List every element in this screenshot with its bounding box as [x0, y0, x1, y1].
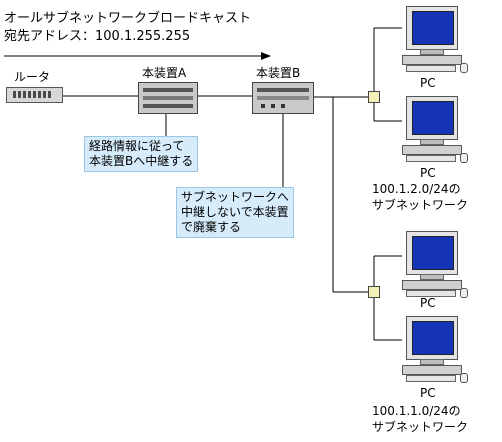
pc-icon	[398, 231, 468, 298]
pc-label: PC	[420, 166, 436, 180]
hub-lower	[368, 286, 380, 298]
hub-upper	[368, 91, 380, 103]
note-discard-line3: で廃棄する	[181, 220, 242, 234]
note-discard-line1: サブネットワークへ	[181, 190, 290, 204]
device-b-icon	[252, 82, 314, 114]
subnet-lower-line1: 100.1.1.0/24の	[372, 404, 461, 418]
subnet-upper-line2: サブネットワーク	[372, 198, 469, 212]
router-label: ルータ	[14, 70, 51, 84]
subnet-lower-line2: サブネットワーク	[372, 420, 469, 434]
pc-icon	[398, 96, 468, 163]
pc-label: PC	[420, 296, 436, 310]
pc-label: PC	[420, 76, 436, 90]
pc-icon	[398, 316, 468, 383]
broadcast-title: オールサブネットワークブロードキャスト	[4, 11, 252, 26]
pc-label: PC	[420, 386, 436, 400]
subnet-upper-line1: 100.1.2.0/24の	[372, 182, 461, 196]
note-relay: 経路情報に従って 本装置Bへ中継する	[84, 136, 199, 172]
device-a-icon	[138, 82, 198, 114]
device-b-label: 本装置B	[256, 66, 301, 80]
note-discard-line2: 中継しないで本装置	[181, 205, 289, 219]
note-discard: サブネットワークへ 中継しないで本装置 で廃棄する	[176, 187, 295, 238]
pc-icon	[398, 6, 468, 73]
note-relay-line1: 経路情報に従って	[89, 139, 185, 153]
destination-address: 宛先アドレス：100.1.255.255	[4, 29, 191, 44]
note-relay-line2: 本装置Bへ中継する	[89, 154, 194, 168]
device-a-label: 本装置A	[142, 66, 187, 80]
router-icon	[6, 87, 63, 103]
